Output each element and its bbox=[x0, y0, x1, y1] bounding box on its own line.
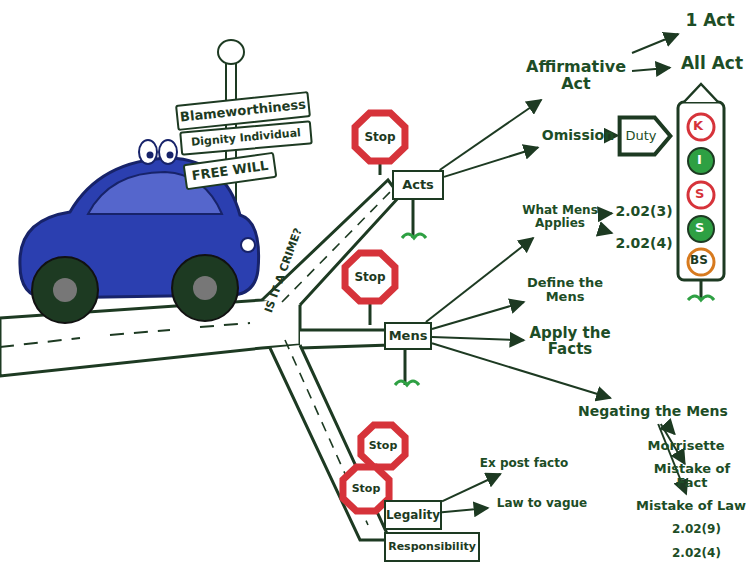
car-hub bbox=[53, 278, 77, 302]
road-dashes bbox=[0, 323, 250, 347]
branch-text: Omission bbox=[538, 122, 618, 148]
node-text: Mistake of Law bbox=[636, 499, 746, 513]
traffic-light bbox=[678, 102, 724, 280]
sign-post bbox=[412, 200, 415, 238]
node-text: Affirmative Act bbox=[520, 59, 632, 93]
car-eye bbox=[139, 140, 157, 164]
branch-arrow bbox=[432, 337, 524, 340]
node-text: Legality bbox=[386, 509, 440, 522]
branch-arrow bbox=[442, 474, 501, 501]
road-sign: Acts bbox=[392, 170, 444, 200]
sign-post bbox=[404, 350, 407, 385]
branch-arrow bbox=[442, 508, 488, 512]
light-letter: S bbox=[695, 220, 704, 235]
branch-arrow bbox=[444, 148, 538, 177]
grass bbox=[395, 381, 419, 385]
node-text: Ex post facto bbox=[480, 457, 568, 470]
node-text: Stop bbox=[369, 440, 398, 452]
branch-text: Mistake of Law bbox=[636, 494, 746, 518]
light-red bbox=[688, 114, 714, 140]
branch-text: 1 Act bbox=[668, 8, 752, 34]
car-pupil bbox=[167, 152, 174, 159]
car-eye bbox=[159, 140, 177, 164]
node-text: Acts bbox=[402, 178, 434, 192]
car-wheel bbox=[32, 257, 98, 323]
node-text: Stop bbox=[352, 483, 381, 495]
branch-text: 2.02(3) bbox=[612, 200, 676, 222]
branch-text: Negating the Mens bbox=[578, 398, 728, 424]
light-letter: K bbox=[693, 118, 703, 133]
stop-sign: Stop bbox=[360, 424, 406, 468]
light-green bbox=[688, 216, 714, 242]
branch-text: 2.02(4) bbox=[612, 232, 676, 254]
road-mens bbox=[300, 330, 390, 348]
road-sign: Legality bbox=[384, 500, 442, 530]
traffic-light-cap bbox=[684, 84, 718, 102]
node-text: Stop bbox=[364, 131, 395, 144]
branch-arrow bbox=[600, 212, 612, 215]
node-text: FREE WILL bbox=[191, 159, 269, 183]
node-text: Mistake of Fact bbox=[640, 462, 744, 489]
light-letter: S bbox=[695, 186, 704, 201]
branch-text: Apply the Facts bbox=[524, 322, 616, 362]
duty-box: Duty bbox=[618, 115, 672, 157]
pole-cap bbox=[218, 40, 244, 64]
section-number: 2.02(9) bbox=[672, 522, 721, 536]
branch-text: All Act bbox=[670, 50, 754, 78]
node-text: Law to vague bbox=[497, 497, 587, 510]
node-text: All Act bbox=[681, 55, 743, 73]
branch-text: Define the Mens bbox=[524, 272, 606, 308]
light-green bbox=[688, 148, 714, 174]
branch-text: Law to vague bbox=[488, 492, 596, 514]
node-text: Morrisette bbox=[648, 439, 725, 453]
light-orange bbox=[688, 249, 714, 275]
node-text: 2.02(4) bbox=[615, 236, 672, 251]
light-letter: BS bbox=[690, 253, 708, 267]
branch-arrow bbox=[665, 424, 674, 434]
branch-arrow bbox=[600, 229, 612, 233]
stop-sign: Stop bbox=[354, 112, 406, 162]
car-wheel bbox=[172, 255, 238, 321]
node-text: Negating the Mens bbox=[578, 404, 728, 419]
light-letter: I bbox=[697, 152, 702, 167]
branch-arrow bbox=[440, 100, 542, 170]
node-text: What Mens Applies bbox=[520, 204, 600, 229]
branch-arrow bbox=[426, 238, 533, 322]
car-headlight bbox=[241, 238, 255, 252]
node-text: Duty bbox=[625, 129, 656, 143]
node-text: Mens bbox=[389, 329, 428, 343]
node-text: Stop bbox=[354, 271, 385, 284]
road-sign: Responsibility bbox=[384, 532, 480, 562]
node-text: Apply the Facts bbox=[524, 326, 616, 358]
grass bbox=[402, 234, 426, 238]
car-pupil bbox=[147, 152, 154, 159]
branch-text: What Mens Applies bbox=[520, 196, 600, 238]
node-text: Omission bbox=[542, 128, 614, 143]
section-number: 2.02(4) bbox=[672, 546, 721, 560]
branch-text: Affirmative Act bbox=[520, 52, 632, 100]
node-text: Dignity Individual bbox=[191, 127, 302, 148]
grass bbox=[688, 296, 714, 300]
stop-sign: Stop bbox=[342, 466, 390, 512]
node-text: 2.02(3) bbox=[615, 204, 672, 219]
branch-arrow bbox=[632, 68, 670, 71]
node-text: Blameworthiness bbox=[179, 98, 306, 125]
branch-text: Morrisette bbox=[640, 434, 732, 458]
stop-sign: Stop bbox=[344, 252, 396, 302]
branch-text: Ex post facto bbox=[476, 452, 572, 474]
branch-text: Mistake of Fact bbox=[640, 464, 744, 488]
branch-arrow bbox=[632, 34, 678, 53]
road-sign: Mens bbox=[384, 322, 432, 350]
branch-arrow bbox=[432, 302, 524, 329]
car-hub bbox=[193, 276, 217, 300]
node-text: 1 Act bbox=[685, 12, 734, 30]
light-red bbox=[688, 182, 714, 208]
node-text: Responsibility bbox=[388, 541, 476, 553]
node-text: Define the Mens bbox=[524, 276, 606, 303]
